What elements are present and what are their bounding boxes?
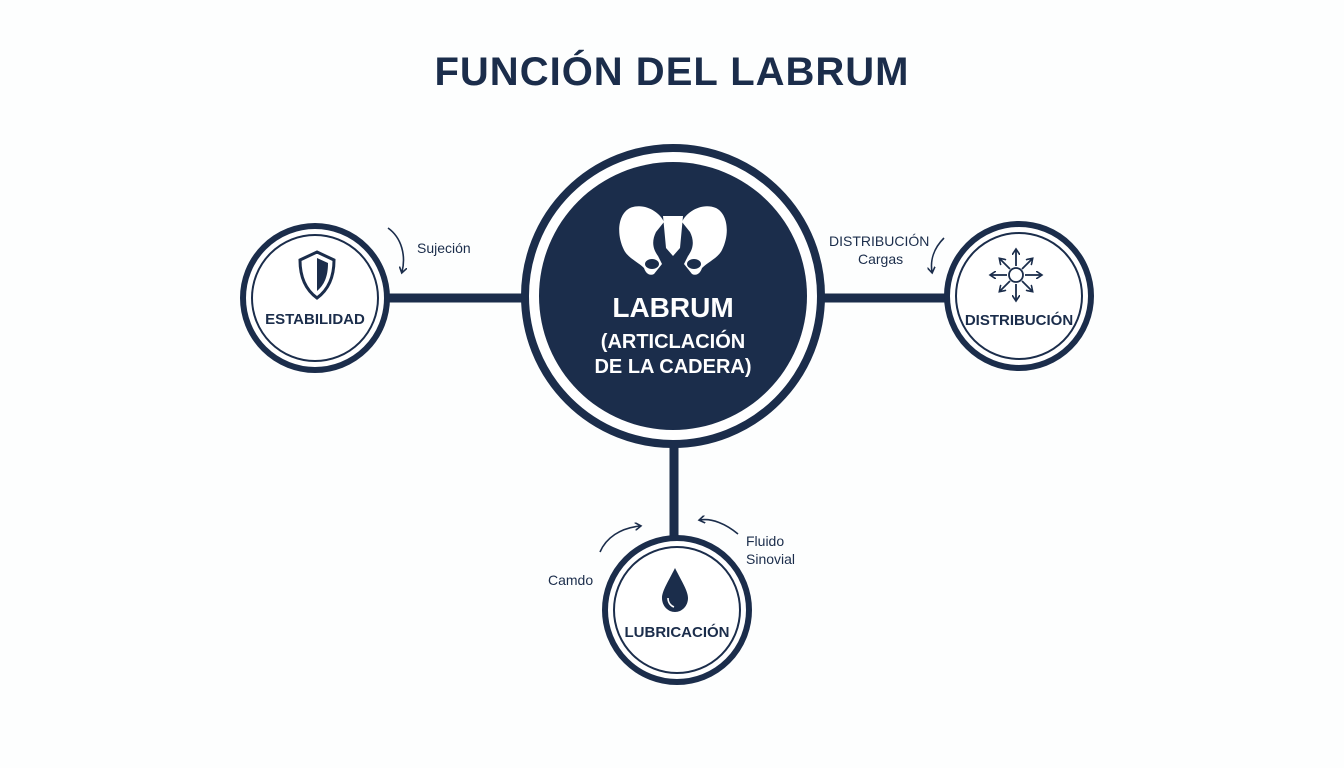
node-distribucion [944, 221, 1094, 371]
shield-icon [298, 250, 336, 300]
label-estabilidad: ESTABILIDAD [265, 311, 365, 328]
drop-icon [662, 568, 688, 612]
note-fluido: Fluido [746, 533, 785, 549]
arrow-camdo [599, 526, 640, 553]
page-title: FUNCIÓN DEL LABRUM [434, 50, 910, 94]
note-distribucion: DISTRIBUCIÓN [829, 233, 930, 249]
radiate-arrows-icon [991, 250, 1041, 300]
center-subtitle-line1: (ARTICLACIÓN [600, 331, 746, 353]
note-cargas: Cargas [858, 251, 904, 267]
arrow-fluido [700, 520, 739, 535]
center-subtitle-line2: DE LA CADERA) [594, 356, 752, 378]
center-node [521, 144, 825, 448]
pelvis-icon [619, 206, 727, 275]
arrow-cargas [932, 237, 945, 272]
note-sinovial: Sinovial [746, 551, 796, 567]
arrow-sujecion [387, 227, 403, 272]
label-distribucion: DISTRIBUCIÓN [964, 312, 1074, 329]
note-camdo: Camdo [548, 572, 594, 588]
note-sujecion: Sujeción [417, 240, 471, 256]
label-lubricacion: LUBRICACIÓN [624, 624, 730, 641]
center-title: LABRUM [612, 292, 734, 323]
